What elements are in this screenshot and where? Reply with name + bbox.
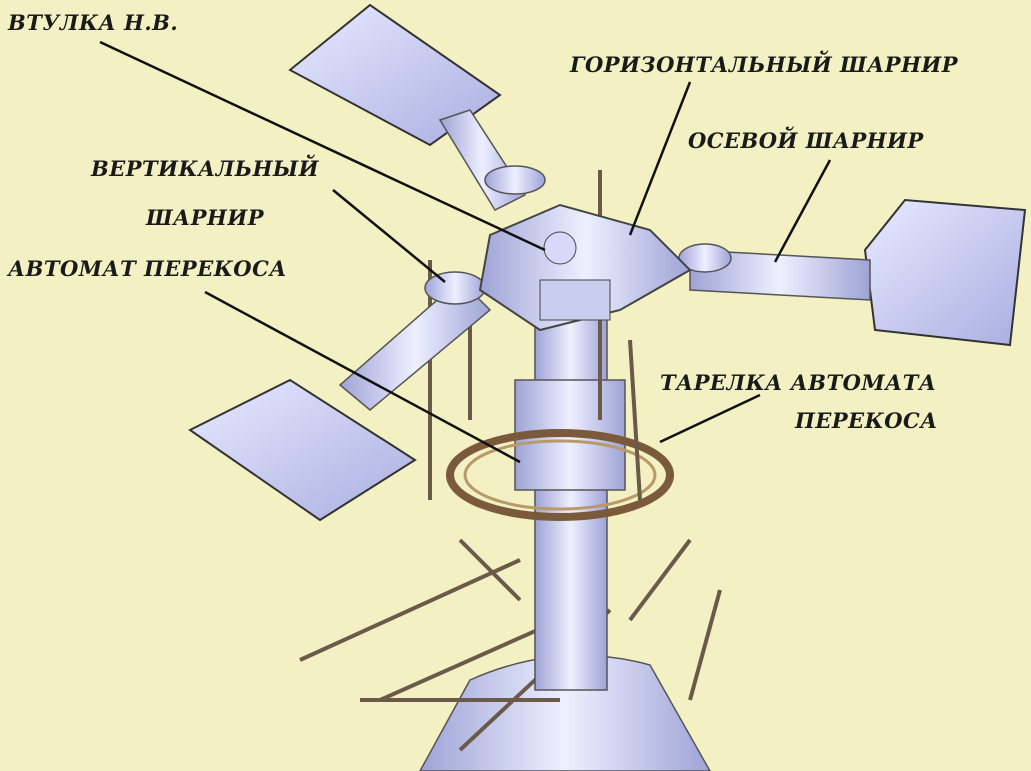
label-swashplate: АВТОМАТ ПЕРЕКОСА [8,256,287,281]
label-swashplate-disc-2: ПЕРЕКОСА [795,408,938,433]
blade-top [288,3,502,147]
leader-feathering-hinge [773,159,832,263]
swashplate-ring [446,429,674,521]
label-hub: ВТУЛКА Н.В. [8,10,179,35]
rotor-hub [478,203,692,332]
label-swashplate-disc-1: ТАРЕЛКА АВТОМАТА [660,370,937,395]
leader-hub [99,40,546,252]
label-flapping-hinge: ГОРИЗОНТАЛЬНЫЙ ШАРНИР [570,52,959,77]
label-lead-lag-hinge-2: ШАРНИР [146,205,264,230]
leader-swashplate [204,290,521,464]
blade-left [188,378,417,522]
label-lead-lag-hinge-1: ВЕРТИКАЛЬНЫЙ [90,156,320,181]
leader-flapping-hinge [628,81,692,236]
leader-lead-lag-hinge [332,189,446,283]
blade-right [863,198,1027,347]
leader-swashplate-disc [659,393,761,444]
label-feathering-hinge: ОСЕВОЙ ШАРНИР [688,128,924,153]
